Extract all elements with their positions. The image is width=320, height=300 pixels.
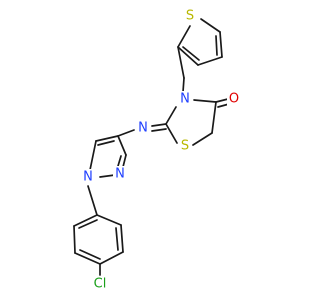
ring-nitrogen-atom: N <box>178 91 192 107</box>
bond <box>73 225 76 254</box>
atom-label: S <box>186 9 194 24</box>
chlorine-atom: Cl <box>90 276 110 292</box>
atom-label: N <box>83 170 93 185</box>
bond <box>99 174 116 178</box>
atom-label: N <box>138 121 148 136</box>
bond <box>73 214 98 227</box>
bond <box>182 77 185 93</box>
bond <box>117 129 135 137</box>
bond <box>193 99 217 103</box>
pyrazole-n1-atom: N <box>81 169 95 185</box>
bond <box>151 123 167 127</box>
bond <box>219 31 223 58</box>
bond <box>200 18 221 33</box>
bond <box>215 98 229 103</box>
bond <box>96 214 122 226</box>
bond <box>165 106 177 125</box>
bond <box>151 128 167 132</box>
imine-nitrogen-atom: N <box>136 120 150 136</box>
carbonyl-oxygen-atom: O <box>227 91 241 107</box>
bond <box>99 251 124 265</box>
bond <box>89 140 97 171</box>
bond <box>120 224 124 253</box>
bond <box>177 46 185 79</box>
molecule-structure: S O N S N N N Cl <box>73 8 241 292</box>
bond <box>192 132 213 146</box>
bond <box>122 154 127 168</box>
bond <box>87 185 98 216</box>
atom-label: N <box>115 167 125 182</box>
atom-label: S <box>181 139 189 154</box>
bond <box>78 219 98 229</box>
atom-label: Cl <box>94 277 107 292</box>
atom-label: N <box>180 92 190 107</box>
bond <box>215 35 218 56</box>
bond <box>97 140 115 146</box>
bond <box>197 56 223 66</box>
atom-label: O <box>229 92 239 107</box>
bond <box>177 46 199 66</box>
bond <box>79 249 101 260</box>
bond <box>74 252 101 265</box>
bond <box>115 227 119 251</box>
bond <box>117 155 122 167</box>
thiazolidine-sulfur-atom: S <box>178 138 192 154</box>
bond-layer <box>73 18 230 276</box>
atom-layer: S O N S N N N Cl <box>81 8 241 292</box>
bond <box>117 135 127 156</box>
bond <box>177 25 191 48</box>
bond <box>211 101 217 134</box>
bond <box>95 135 119 142</box>
pyrazole-n2-atom: N <box>113 166 127 182</box>
bond <box>165 123 178 144</box>
thiophene-sulfur-atom: S <box>183 8 197 24</box>
bond <box>182 46 200 61</box>
